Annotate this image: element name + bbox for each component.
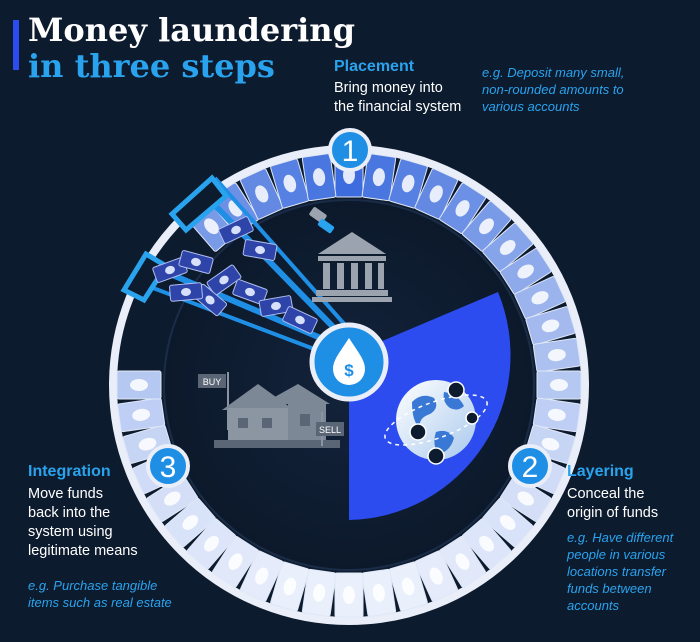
ring-banknote xyxy=(536,370,582,400)
integration-example: e.g. Purchase tangible items such as rea… xyxy=(28,578,172,610)
ring-banknote xyxy=(414,550,458,602)
placement-heading: Placement xyxy=(334,58,415,75)
ring-banknote xyxy=(532,397,581,433)
placement-example: e.g. Deposit many small, non-rounded amo… xyxy=(482,65,625,114)
flying-banknote xyxy=(242,239,278,261)
ring-banknote xyxy=(461,200,512,252)
ring-banknote xyxy=(414,168,458,220)
placement-description: Bring money into the financial system xyxy=(334,80,462,115)
ring-banknote xyxy=(270,561,310,612)
svg-text:1: 1 xyxy=(342,135,359,168)
title-line-2: in three steps xyxy=(28,47,275,85)
ring-banknote xyxy=(499,248,552,295)
ring-banknote xyxy=(212,535,259,588)
title-accent-bar xyxy=(13,20,19,70)
globe-icon xyxy=(384,380,488,465)
flying-banknote xyxy=(258,295,294,317)
ring-banknote xyxy=(334,572,364,618)
ring-banknote xyxy=(116,370,162,400)
ring-banknote xyxy=(240,550,284,602)
step-1-badge: 1 xyxy=(328,128,372,172)
ring-banknote xyxy=(270,158,310,209)
ring-banknote xyxy=(361,153,397,202)
house-icon: BUY SELL xyxy=(198,372,344,448)
svg-text:2: 2 xyxy=(522,451,539,484)
ring-banknote xyxy=(439,535,486,588)
ring-banknote xyxy=(439,182,486,235)
ring-banknote xyxy=(388,561,428,612)
sell-sign: SELL xyxy=(319,425,341,435)
page-title: Money laundering in three steps xyxy=(28,12,355,84)
flying-banknote xyxy=(206,264,242,296)
dollar-symbol: $ xyxy=(344,361,354,380)
ring-banknote xyxy=(482,222,534,273)
ring-banknote xyxy=(532,337,581,373)
flying-banknote xyxy=(282,306,318,334)
layering-heading: Layering xyxy=(567,463,634,480)
ring-banknote xyxy=(499,475,552,522)
flying-banknote xyxy=(178,250,214,274)
ring-banknote xyxy=(117,397,166,433)
cash-stack-icon xyxy=(152,216,318,334)
flying-banknote xyxy=(232,279,268,305)
ring-banknote xyxy=(186,518,237,570)
ring-banknote xyxy=(482,497,534,548)
title-line-1: Money laundering xyxy=(28,11,355,49)
ring-banknote xyxy=(240,168,284,220)
integration-description: Move funds back into the system using le… xyxy=(28,486,138,559)
ring-banknote xyxy=(164,497,216,548)
ring-banknote xyxy=(514,276,566,320)
ring-banknote xyxy=(361,568,397,617)
coin-drop-icon xyxy=(309,207,335,234)
flying-banknote xyxy=(218,216,254,244)
svg-text:3: 3 xyxy=(160,451,177,484)
step-2-badge: 2 xyxy=(508,444,552,488)
flying-banknote xyxy=(169,282,203,302)
layering-example: e.g. Have different people in various lo… xyxy=(567,530,674,613)
money-drop-icon: $ xyxy=(309,322,389,402)
buy-sign: BUY xyxy=(203,377,222,387)
ring-banknote xyxy=(301,568,337,617)
ring-banknote xyxy=(461,518,512,570)
layering-description: Conceal the origin of funds xyxy=(567,486,659,521)
ring-banknote xyxy=(388,158,428,209)
bank-icon xyxy=(312,232,392,302)
step-3-badge: 3 xyxy=(146,444,190,488)
ring-banknote xyxy=(301,153,337,202)
integration-heading: Integration xyxy=(28,463,111,480)
ring-banknote xyxy=(525,306,576,346)
